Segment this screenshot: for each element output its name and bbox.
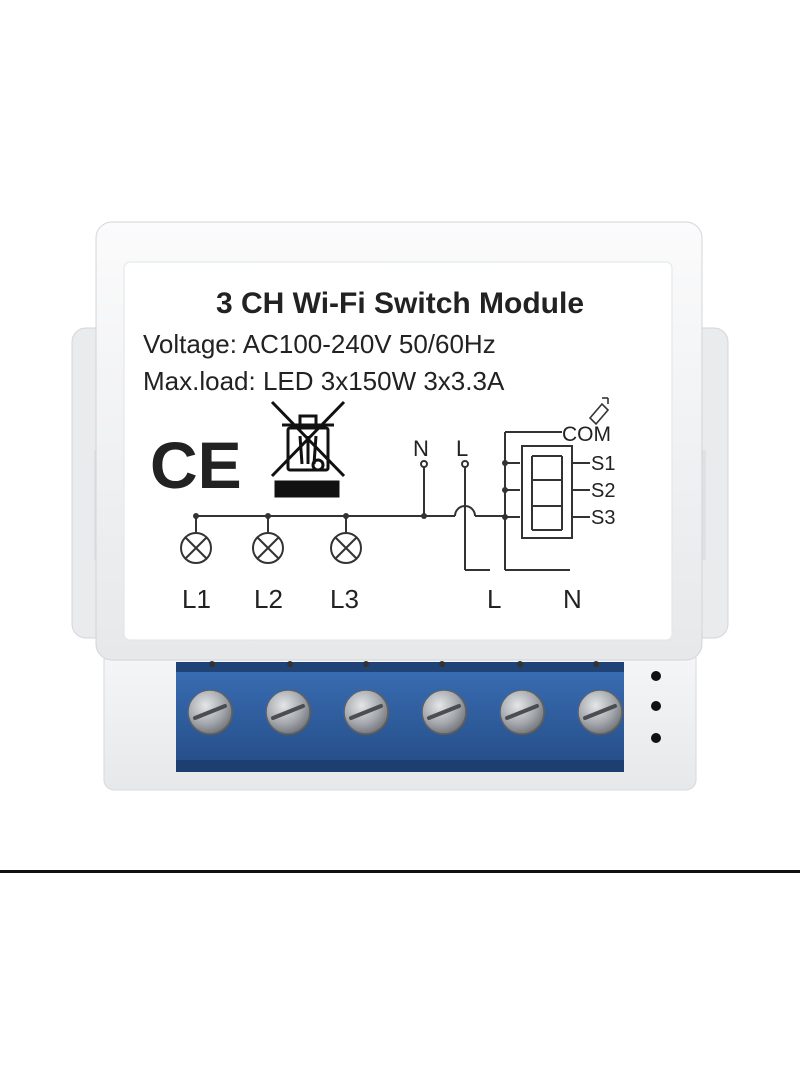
label-max-load: Max.load: LED 3x150W 3x3.3A [143,366,505,396]
wire-label-l1: L1 [182,584,211,614]
terminal-screw-5 [499,689,545,735]
lamp-icon-l3 [330,532,362,564]
lamp-icon-l1 [180,532,212,564]
weee-bin-icon [270,400,346,498]
wire-label-s2: S2 [591,480,615,502]
terminal-screw-2 [265,689,311,735]
label-voltage: Voltage: AC100-240V 50/60Hz [143,329,496,359]
touch-icon [588,397,610,426]
terminal-screw-1 [187,689,233,735]
terminal-block [176,662,624,772]
terminal-screws [187,689,623,735]
wire-label-input-l: L [456,436,468,461]
terminal-screw-4 [421,689,467,735]
wire-label-out-n: N [563,584,582,614]
terminal-top-dots [209,661,599,667]
wire-label-input-n: N [413,436,429,461]
ce-mark: CE [150,428,242,502]
terminal-screw-6 [577,689,623,735]
side-indicator-dots [651,671,661,743]
wire-label-s1: S1 [591,453,615,475]
label-title: 3 CH Wi-Fi Switch Module [216,287,584,320]
wire-label-l2: L2 [254,584,283,614]
wiring-diagram [195,431,590,571]
lamp-icon-l2 [252,532,284,564]
wire-label-s3: S3 [591,507,615,529]
terminal-screw-3 [343,689,389,735]
wire-label-out-l: L [487,584,501,614]
wire-label-com: COM [562,423,611,446]
wiring-junction-dots [193,460,508,520]
wire-label-l3: L3 [330,584,359,614]
bottom-divider-line [0,870,800,873]
